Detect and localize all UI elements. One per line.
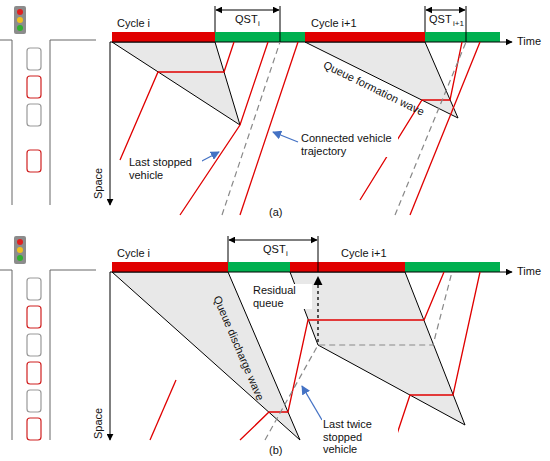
axis-label: Space [92,167,105,200]
panel-label: (b) [268,444,283,457]
traffic-light [14,6,26,264]
cycle-label: Cycle i [116,17,151,30]
callout-label: Last twice stopped vehicle [322,418,398,456]
callout-label: Residual queue [252,284,312,309]
axis-label: Time [516,265,542,278]
cycle-label: Cycle i+1 [310,17,358,30]
panel-b-plot [110,236,512,440]
subscript: i+1 [452,19,465,28]
axis-label: Time [516,35,542,48]
panel-label: (a) [268,206,283,219]
queued-cars [27,48,41,440]
cycle-label: Cycle i [116,247,151,260]
axis-label: Space [92,407,105,440]
qst-label: QST [234,13,259,26]
subscript: i [285,249,289,258]
callout-label: Connected vehicle trajectory [300,132,398,157]
callout-label: Last stopped vehicle [128,156,202,181]
qst-label: QST [428,13,453,26]
qst-label: QST [262,243,287,256]
cycle-label: Cycle i+1 [340,247,388,260]
panel-a-plot [110,6,512,215]
intersection-sketch [0,40,96,440]
subscript: i [257,19,261,28]
